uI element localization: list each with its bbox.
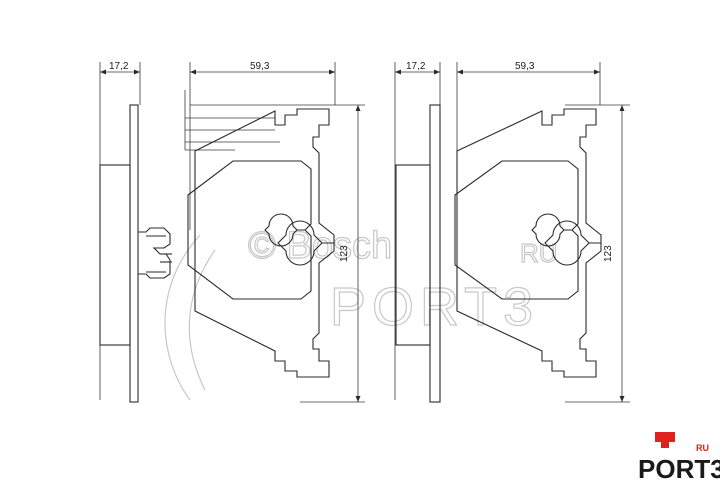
left-reference-lines <box>184 90 300 151</box>
left-height-dimension: 123 <box>300 104 365 403</box>
right-height-dimension: 123 <box>565 104 630 403</box>
left-front-view <box>187 108 335 378</box>
left-side-profile <box>99 104 172 403</box>
left-height-label: 123 <box>339 245 350 262</box>
logo-accent-block <box>655 432 675 442</box>
right-front-view <box>454 108 602 378</box>
left-pad-drawing: 17,2 59,3 123 <box>99 61 365 403</box>
left-thickness-dimension: 17,2 <box>99 61 141 400</box>
watermark-port: PORT3 <box>330 277 539 337</box>
left-width-dimension: 59,3 <box>189 61 336 230</box>
left-width-label: 59,3 <box>250 61 270 72</box>
right-thickness-label: 17,2 <box>406 61 426 72</box>
logo-text: PORT3 <box>638 454 720 484</box>
logo-superscript: RU <box>696 443 709 453</box>
watermark-copyright: © Bosch <box>248 225 392 267</box>
port3-logo: RU PORT3 <box>638 432 720 484</box>
right-height-label: 123 <box>603 245 614 262</box>
right-pad-drawing: 17,2 59,3 123 <box>394 61 630 403</box>
watermark-ru: RU <box>520 238 558 268</box>
right-width-label: 59,3 <box>515 61 535 72</box>
right-thickness-dimension: 17,2 <box>394 61 441 400</box>
right-side-profile <box>395 104 441 403</box>
left-thickness-label: 17,2 <box>109 61 129 72</box>
watermark: © Bosch RU PORT3 <box>164 224 558 401</box>
